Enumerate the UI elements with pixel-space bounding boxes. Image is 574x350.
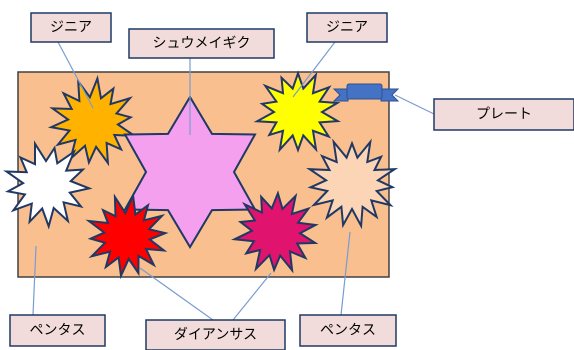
leader-dianthus-left [139,267,214,321]
leader-dianthus-right [232,272,272,321]
label-shuumeigiku: シュウメイギク [128,28,275,59]
leader-zinnia-right [292,41,336,98]
plate-ribbon-tail-left [332,88,349,102]
zinnia-yellow-flower [253,70,342,153]
plate-marker [332,83,400,102]
label-dianthus: ダイアンサス [145,319,286,350]
pentas-white-flower [3,140,93,230]
label-zinnia-right: ジニア [306,12,388,43]
label-pentas-left: ペンタス [9,314,106,347]
label-shuumeigiku-text: シュウメイギク [153,36,251,52]
leader-zinnia-left [57,41,94,109]
label-pentas-right-text: ペンタス [320,323,376,339]
leader-pentas-right [340,231,351,316]
leader-plate [394,94,435,115]
label-pentas-right: ペンタス [299,314,397,347]
plate-ribbon-body [346,83,383,100]
pentas-peach-flower [306,138,399,230]
label-plate: プレート [433,98,574,131]
zinnia-orange-flower [47,74,139,167]
leader-pentas-left [32,245,37,316]
dianthus-crimson-flower [231,190,319,274]
label-zinnia-right-text: ジニア [326,20,368,36]
shuumeigiku-flower [123,95,257,249]
label-plate-text: プレート [476,107,532,123]
label-zinnia-left-text: ジニア [50,20,92,36]
dianthus-red-flower [85,191,169,280]
label-zinnia-left: ジニア [30,12,112,43]
leader-lines [32,41,435,321]
label-pentas-left-text: ペンタス [30,323,86,339]
label-dianthus-text: ダイアンサス [174,327,257,343]
